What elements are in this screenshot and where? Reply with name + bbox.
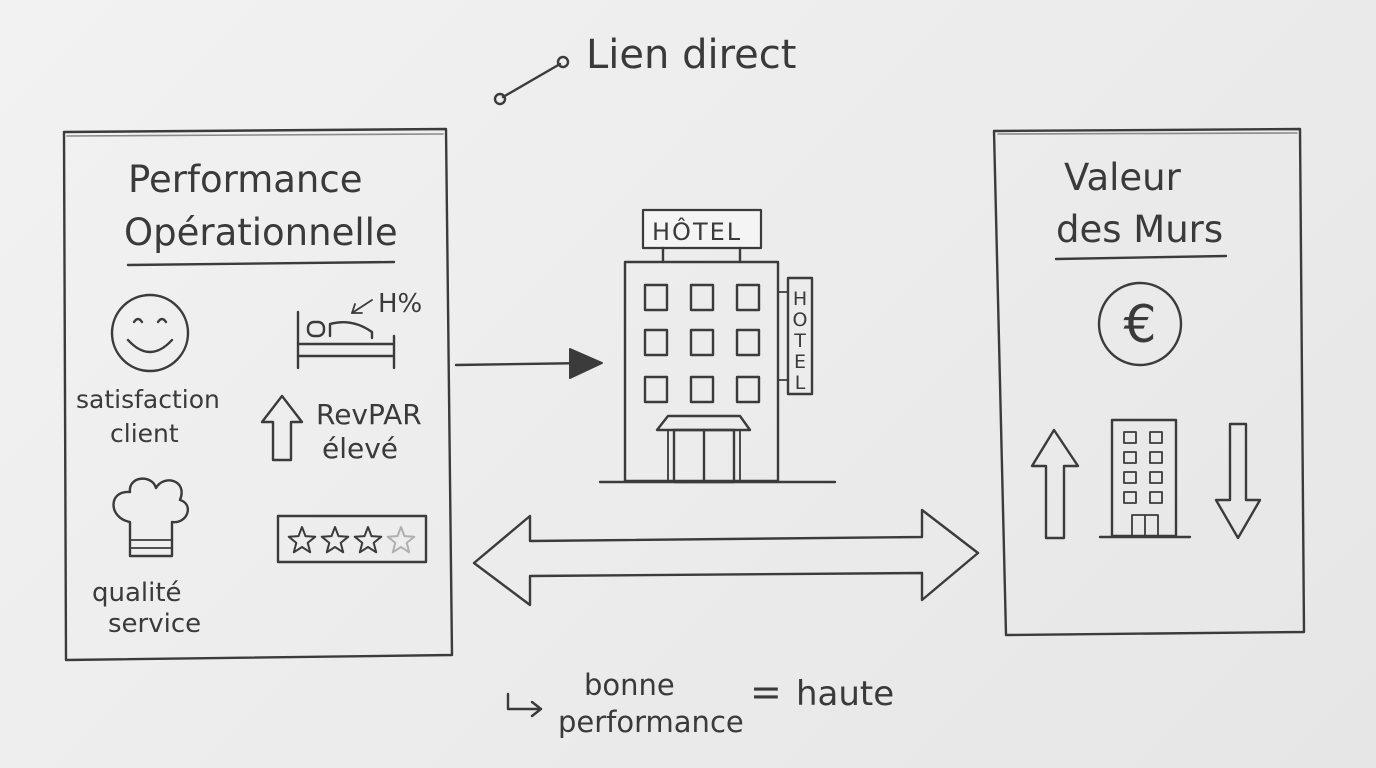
hotel-window: [737, 377, 759, 402]
hotel-window: [645, 330, 667, 355]
building-window: [1150, 492, 1162, 503]
hotel-window: [691, 377, 713, 402]
occupancy-label: H%: [378, 289, 422, 319]
arrow-to-hotel: [456, 349, 602, 378]
right-title-underline: [1056, 256, 1226, 259]
bottom-line2: performance: [558, 705, 744, 739]
hotel-window: [691, 330, 713, 355]
left-title-line1: Performance: [128, 158, 362, 201]
revpar-line2: élevé: [322, 432, 398, 465]
value-down-arrow-icon: [1216, 424, 1260, 538]
hotel-window: [645, 285, 667, 310]
star-rating: [278, 516, 426, 562]
chef-hat-icon: [114, 479, 188, 556]
hotel-roof-sign: HÔTEL: [652, 216, 742, 246]
quality-line2: service: [108, 609, 201, 639]
svg-text:H: H: [793, 288, 807, 310]
bottom-equals: =: [750, 670, 782, 714]
svg-text:O: O: [793, 309, 808, 331]
link-icon: [495, 57, 568, 104]
small-building-icon: [1100, 420, 1190, 537]
star-filled-icon: [289, 527, 316, 552]
building-window: [1150, 432, 1162, 443]
right-title-line2: des Murs: [1056, 208, 1223, 251]
hotel-window: [737, 285, 759, 310]
building-window: [1124, 472, 1136, 483]
star-empty-icon: [388, 527, 415, 552]
svg-text:L: L: [795, 372, 806, 394]
svg-text:E: E: [794, 351, 806, 373]
quality-line1: qualité: [92, 578, 182, 608]
smiley-icon: [112, 295, 188, 371]
satisfaction-line1: satisfaction: [76, 385, 220, 414]
hotel-window: [737, 330, 759, 355]
star-filled-icon: [322, 527, 349, 552]
building-window: [1124, 452, 1136, 463]
building-window: [1150, 452, 1162, 463]
double-arrow-icon: [474, 510, 978, 605]
revpar-line1: RevPAR: [316, 398, 422, 431]
right-title-line1: Valeur: [1064, 156, 1182, 199]
satisfaction-line2: client: [110, 419, 179, 448]
return-arrow-icon: [508, 694, 541, 716]
top-label: Lien direct: [586, 32, 796, 78]
building-window: [1124, 492, 1136, 503]
right-panel: [994, 129, 1304, 635]
bottom-result: haute: [796, 674, 894, 714]
value-up-arrow-icon: [1032, 430, 1078, 538]
bottom-line1: bonne: [584, 668, 675, 702]
left-title-underline: [128, 262, 394, 265]
hotel-window: [645, 377, 667, 402]
star-filled-icon: [355, 527, 382, 552]
svg-text:T: T: [793, 330, 806, 352]
up-arrow-icon: [262, 396, 302, 460]
building-window: [1124, 432, 1136, 443]
left-title-line2: Opérationnelle: [124, 211, 398, 254]
hotel-window: [691, 285, 713, 310]
building-window: [1150, 472, 1162, 483]
euro-symbol: €: [1123, 295, 1156, 355]
